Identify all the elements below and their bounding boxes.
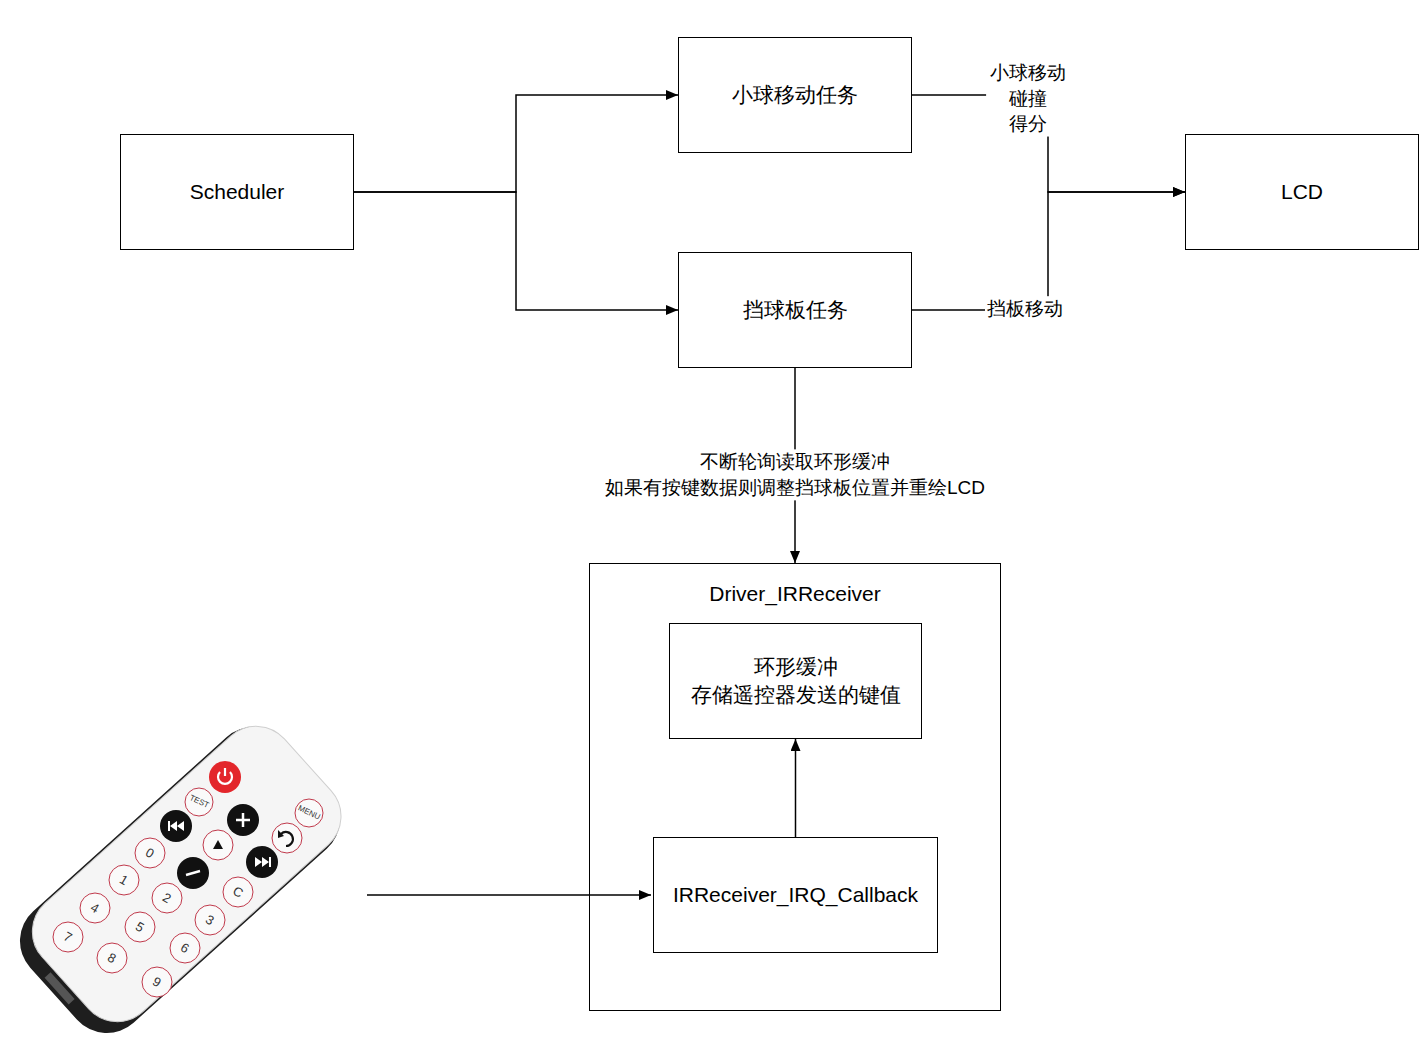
box-text: 环形缓冲 存储遥控器发送的键值 — [680, 653, 911, 710]
button-label: 0 — [144, 846, 157, 861]
button-label: TEST — [188, 794, 210, 810]
box-text: LCD — [1281, 178, 1323, 206]
button-label: 7 — [62, 930, 75, 945]
connector-arrow — [912, 192, 1185, 310]
button-label: 6 — [179, 941, 192, 956]
lcd-box: LCD — [1185, 134, 1419, 250]
ring-buffer-box: 环形缓冲 存储遥控器发送的键值 — [669, 623, 922, 739]
button-label: 2 — [161, 891, 174, 906]
edge-label: 挡板移动 — [985, 296, 1065, 322]
task-box: 挡球板任务 — [678, 252, 912, 368]
edge-label: 不断轮询读取环形缓冲 如果有按键数据则调整挡球板位置并重绘LCD — [558, 449, 1032, 500]
edge-label: 小球移动 碰撞 得分 — [986, 60, 1070, 137]
box-text: 小球移动任务 — [732, 81, 858, 109]
connector-arrow — [354, 95, 678, 192]
button-label: 4 — [89, 901, 102, 916]
driver-module-box: Driver_IRReceiver 环形缓冲 存储遥控器发送的键值 IRReceiv… — [589, 563, 1001, 1011]
button-label: 1 — [118, 873, 131, 888]
button-label: 9 — [151, 975, 164, 990]
connector-arrow — [354, 192, 678, 310]
task-box: 小球移动任务 — [678, 37, 912, 153]
box-text: Scheduler — [190, 178, 285, 206]
button-label: C — [231, 884, 246, 900]
button-label: 5 — [134, 920, 147, 935]
connector-arrow — [795, 739, 797, 837]
irq-callback-box: IRReceiver_IRQ_Callback — [653, 837, 938, 953]
remote-body — [3, 709, 358, 1049]
box-text: IRReceiver_IRQ_Callback — [673, 881, 918, 909]
ir-signal-arrow — [367, 894, 651, 896]
scheduler-box: Scheduler — [120, 134, 354, 250]
button-label: 3 — [204, 913, 217, 928]
button-label: MENU — [297, 804, 322, 821]
button-label: 8 — [106, 951, 119, 966]
module-heading: Driver_IRReceiver — [709, 580, 881, 608]
box-text: 挡球板任务 — [743, 296, 848, 324]
